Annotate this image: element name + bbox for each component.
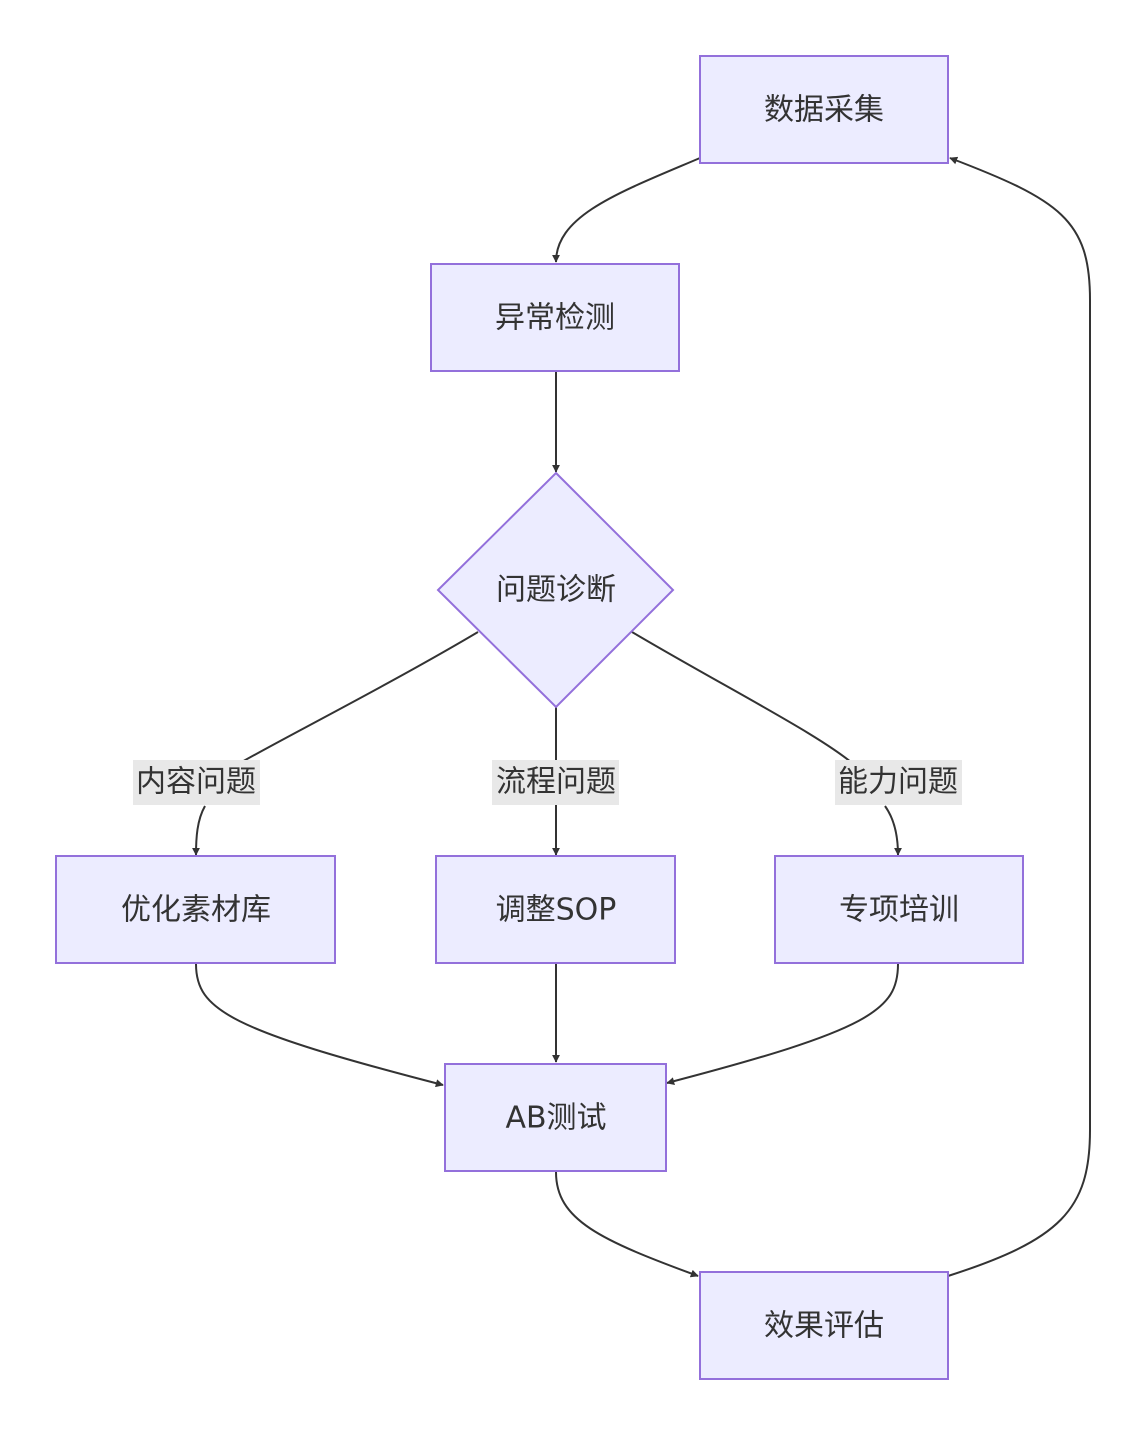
edge-label-content: 内容问题 <box>133 760 260 805</box>
edge-label-content-text: 内容问题 <box>136 765 256 800</box>
edge-label-process-text: 流程问题 <box>496 765 616 800</box>
node-optimize[interactable]: 优化素材库 <box>55 855 336 964</box>
edge-abtest-to-evaluate <box>555 1171 699 1278</box>
node-diagnose[interactable]: 问题诊断 <box>436 471 675 709</box>
node-evaluate-label: 效果评估 <box>764 1309 884 1344</box>
node-collect[interactable]: 数据采集 <box>699 55 949 164</box>
edge-optimize-to-abtest <box>195 963 444 1088</box>
node-abtest[interactable]: AB测试 <box>444 1063 667 1172</box>
node-training-label: 专项培训 <box>839 893 959 928</box>
edge-label-ability-text: 能力问题 <box>838 765 958 800</box>
node-optimize-label: 优化素材库 <box>121 893 271 928</box>
edge-diagnose-to-training <box>631 631 898 855</box>
node-evaluate[interactable]: 效果评估 <box>699 1271 949 1380</box>
edge-label-ability: 能力问题 <box>835 760 962 805</box>
node-collect-label: 数据采集 <box>764 93 884 128</box>
edge-collect-to-detect <box>552 157 701 263</box>
node-detect[interactable]: 异常检测 <box>430 263 680 372</box>
node-sop[interactable]: 调整SOP <box>435 855 676 964</box>
edge-label-process: 流程问题 <box>492 760 619 805</box>
node-training[interactable]: 专项培训 <box>774 855 1024 964</box>
edge-training-to-abtest <box>666 963 899 1086</box>
node-sop-label: 调整SOP <box>496 893 617 928</box>
edges <box>195 156 1091 1278</box>
edge-evaluate-to-collect <box>947 156 1091 1277</box>
node-detect-label: 异常检测 <box>495 301 615 336</box>
edge-diagnose-to-optimize <box>196 631 479 855</box>
node-abtest-label: AB测试 <box>505 1101 606 1136</box>
node-diagnose-label: 问题诊断 <box>496 573 616 608</box>
